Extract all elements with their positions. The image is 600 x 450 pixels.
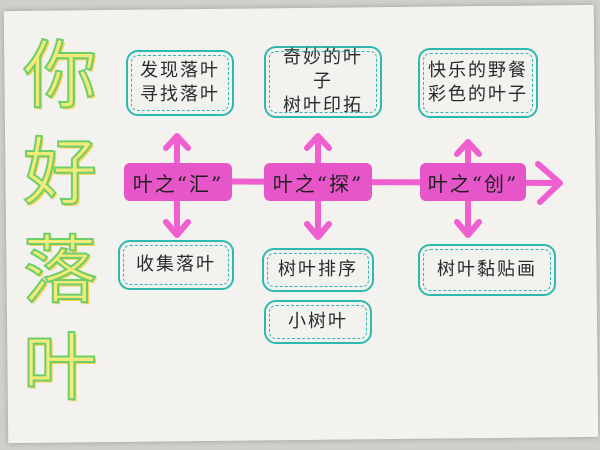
arrow-down-2-head xyxy=(304,221,332,240)
main-arrow-head xyxy=(535,161,563,205)
arrow-up-3-head xyxy=(454,139,482,157)
title-char: 落 xyxy=(22,227,98,315)
node-hui: 叶之“汇” xyxy=(124,163,232,201)
box-text: 寻找落叶 xyxy=(140,84,220,105)
box-text: 收集落叶 xyxy=(136,254,216,275)
box-text: 奇妙的叶子 xyxy=(283,47,363,92)
box-text: 树叶排序 xyxy=(278,259,358,280)
arrow-up-2-head xyxy=(304,133,332,151)
title-char: 叶 xyxy=(22,324,98,412)
box-text: 树叶黏贴画 xyxy=(437,259,537,280)
box-text: 发现落叶 xyxy=(140,60,220,81)
top-box-2: 奇妙的叶子 树叶印拓 xyxy=(264,46,382,118)
arrow-down-3-head xyxy=(454,219,482,238)
node-chuang: 叶之“创” xyxy=(420,163,526,201)
node-tan: 叶之“探” xyxy=(264,163,372,201)
box-text: 彩色的叶子 xyxy=(428,84,528,105)
bottom-box-2: 树叶排序 xyxy=(262,248,374,292)
bottom-box-1: 树叶排序 收集落叶 xyxy=(118,240,234,290)
arrow-up-1-head xyxy=(163,133,191,151)
top-box-1: 发现落叶 寻找落叶 xyxy=(126,50,234,116)
top-box-3: 快乐的野餐 彩色的叶子 xyxy=(418,48,538,118)
arrow-down-1-head xyxy=(163,219,191,238)
box-text: 快乐的野餐 xyxy=(428,60,528,81)
title-vertical: 你 好 落 叶 xyxy=(14,32,106,412)
box-text: 树叶印拓 xyxy=(283,95,363,116)
title-char: 好 xyxy=(22,129,98,217)
box-text: 小树叶 xyxy=(288,311,348,332)
bottom-box-3: 小树叶 xyxy=(264,300,372,344)
title-char: 你 xyxy=(22,32,98,120)
bottom-box-4: 树叶黏贴画 xyxy=(418,244,556,296)
